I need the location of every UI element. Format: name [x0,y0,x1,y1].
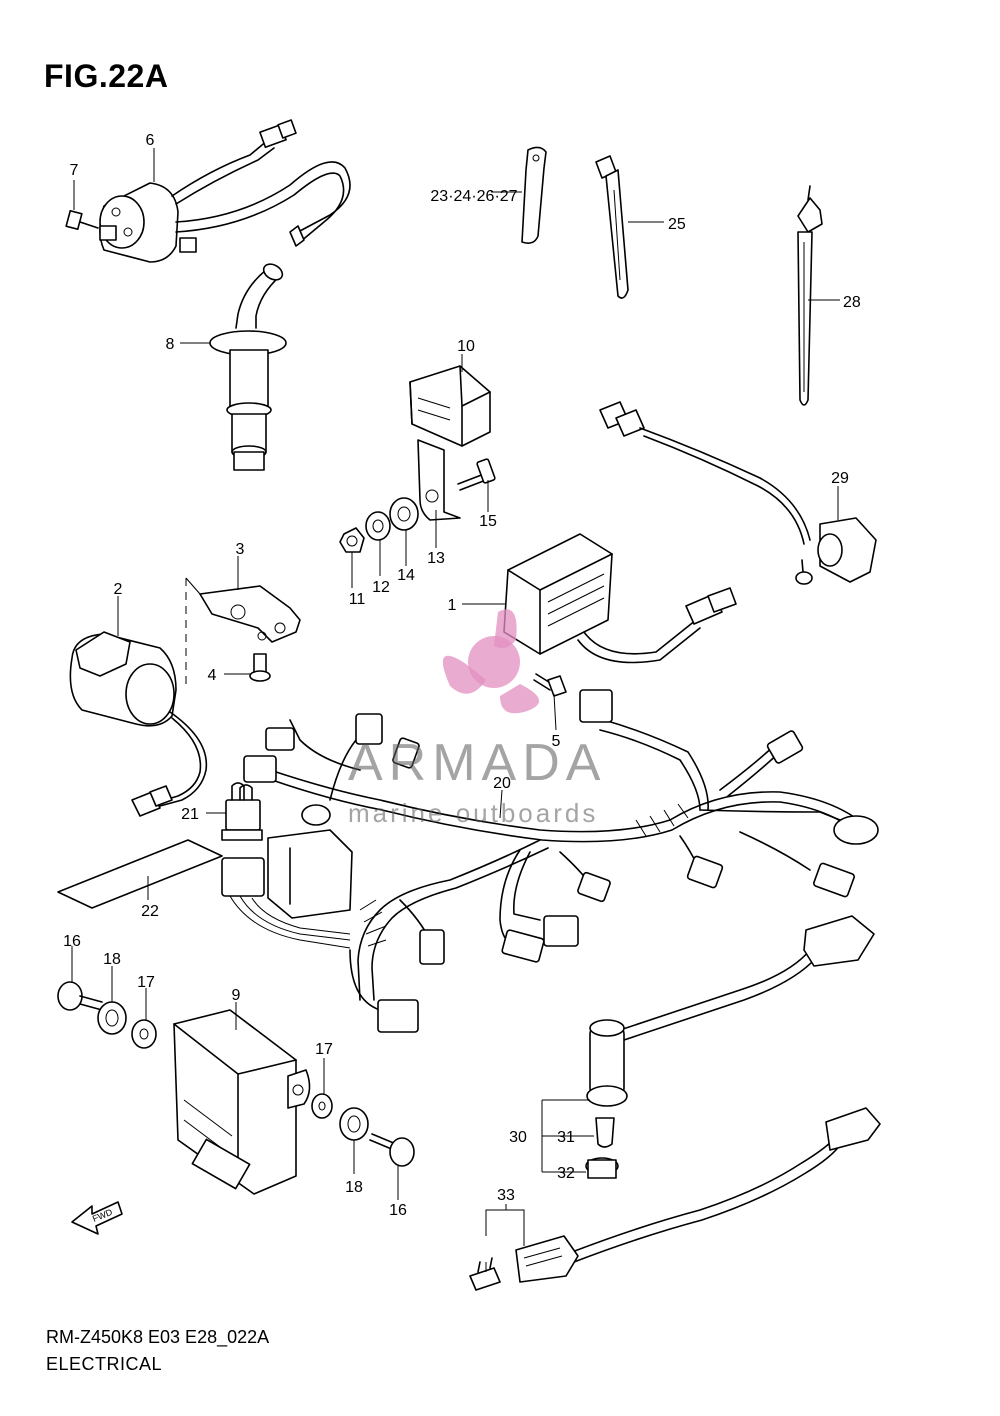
diagram-code: RM-Z450K8 E03 E28_022A [46,1327,270,1347]
figure-title: FIG.22A [44,58,169,94]
relay-part [409,365,491,447]
callout-6: 6 [146,132,155,149]
callout-17-right: 17 [315,1041,333,1058]
bolt-part-5 [533,673,567,697]
mount-hardware-right [311,1093,415,1167]
bolt-part-15 [457,458,496,491]
ignition-coil-part [99,119,351,263]
propeller-logo-icon [442,609,540,714]
long-cable-tie-part [797,185,823,406]
tape-part-21 [57,839,223,909]
washer-stack-parts [339,497,419,553]
callout-5: 5 [552,733,561,750]
screw-part-7 [65,209,99,231]
watermark-brand: ARMADA [348,734,606,792]
callout-1: 1 [448,597,457,614]
callout-25: 28 [843,294,861,311]
cable-tie-part [595,155,629,299]
callout-labels: 6 7 8 10 23·24·26·27 25 28 29 15 13 11 1… [63,132,861,1219]
fuse-part-20 [221,782,263,841]
callout-29: 30 [509,1129,527,1146]
fuse-holder-part [469,1107,881,1291]
callout-2: 2 [114,581,123,598]
callout-15: 15 [479,513,497,530]
callout-4: 4 [208,667,217,684]
ecu-part [173,1009,311,1195]
leader-lines [71,148,840,1272]
armada-watermark: ARMADA marine outboards [348,609,606,828]
callout-28: 29 [831,470,849,487]
spark-plug-cap-part [209,263,287,471]
callout-13: 13 [427,550,445,567]
callout-22: 23·24·26·27 [430,188,517,205]
callout-7: 7 [70,162,79,179]
watermark-tagline: marine outboards [348,798,598,828]
callout-11: 11 [349,591,366,608]
callout-20: 21 [181,806,199,823]
bolt-part-4 [249,653,271,682]
callout-18-left: 18 [103,951,121,968]
callout-14: 14 [397,567,415,584]
callout-19: 20 [493,775,511,792]
capacitor-part [69,631,208,817]
section-label: ELECTRICAL [46,1354,163,1374]
wire-clamp-part [521,146,547,244]
bracket-part-3 [199,585,301,643]
callout-17-left: 17 [137,974,155,991]
callout-8: 8 [166,336,175,353]
callout-18-right: 18 [345,1179,363,1196]
callout-3: 3 [236,541,245,558]
sensor-part-28 [599,401,877,585]
callout-30: 31 [557,1129,575,1146]
relay-bracket-part [417,439,461,521]
callout-16-left: 16 [63,933,81,950]
callout-10: 10 [457,338,475,355]
callout-23-24-26-27: 25 [668,216,686,233]
callout-31: 32 [557,1165,575,1182]
callout-9: 9 [232,987,241,1004]
callout-32: 33 [497,1187,515,1204]
callout-16-right: 16 [389,1202,407,1219]
fwd-arrow-icon: FWD [71,1201,123,1235]
callout-21: 22 [141,903,159,920]
mount-hardware-left [57,981,157,1049]
connector-cap-part [585,915,875,1179]
wire-harness-part [221,689,879,1033]
callout-12: 12 [372,579,390,596]
regulator-rectifier-part [503,533,737,664]
